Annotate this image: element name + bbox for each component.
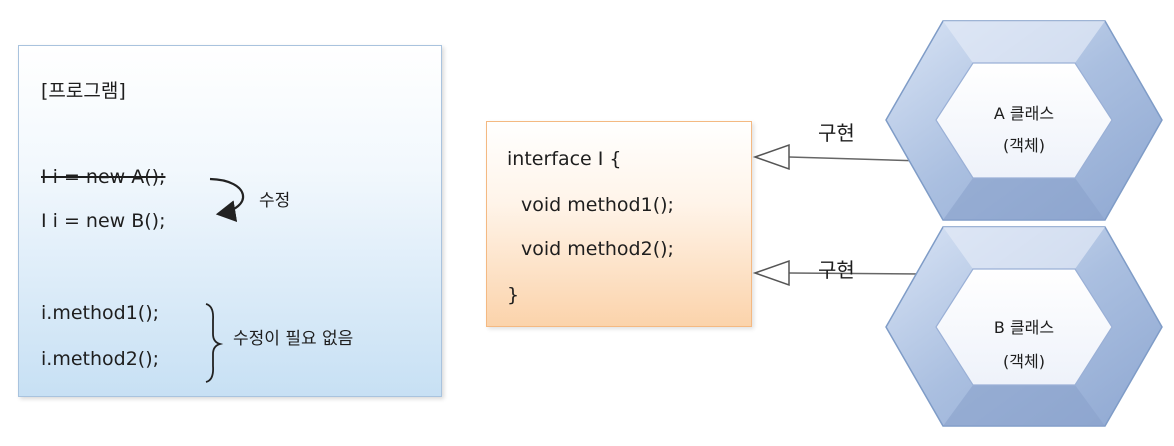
- implements-arrowhead-b: [752, 259, 790, 287]
- interface-closing-brace: }: [507, 284, 520, 306]
- new-assignment-line: I i = new B();: [41, 210, 166, 232]
- hexagon-class-b: [885, 226, 1163, 427]
- interface-method2: void method2();: [521, 238, 674, 260]
- implements-label-a: 구현: [818, 121, 855, 145]
- hexagon-class-a: [885, 20, 1163, 221]
- modify-curved-arrow: [209, 177, 245, 223]
- class-b-name: B 클래스: [993, 318, 1055, 337]
- class-a-name: A 클래스: [993, 104, 1055, 123]
- implements-line-b: [788, 272, 923, 275]
- interface-box: interface I { void method1(); void metho…: [486, 121, 752, 327]
- method2-call: i.method2();: [41, 348, 160, 370]
- curly-brace: [205, 303, 224, 383]
- program-title: [프로그램]: [41, 80, 126, 102]
- no-modify-label: 수정이 필요 없음: [233, 329, 354, 349]
- program-box: [프로그램] I i = new A(); I i = new B(); 수정 …: [18, 45, 442, 397]
- interface-declaration: interface I {: [507, 148, 622, 170]
- method1-call: i.method1();: [41, 302, 160, 324]
- class-a-object-label: (객체): [1003, 136, 1045, 155]
- modify-label: 수정: [259, 191, 291, 211]
- class-b-object-label: (객체): [1003, 352, 1045, 371]
- implements-arrowhead-a: [752, 143, 790, 171]
- old-assignment-line: I i = new A();: [41, 166, 166, 188]
- implements-label-b: 구현: [818, 258, 855, 282]
- implements-line-a: [788, 156, 923, 162]
- interface-method1: void method1();: [521, 194, 674, 216]
